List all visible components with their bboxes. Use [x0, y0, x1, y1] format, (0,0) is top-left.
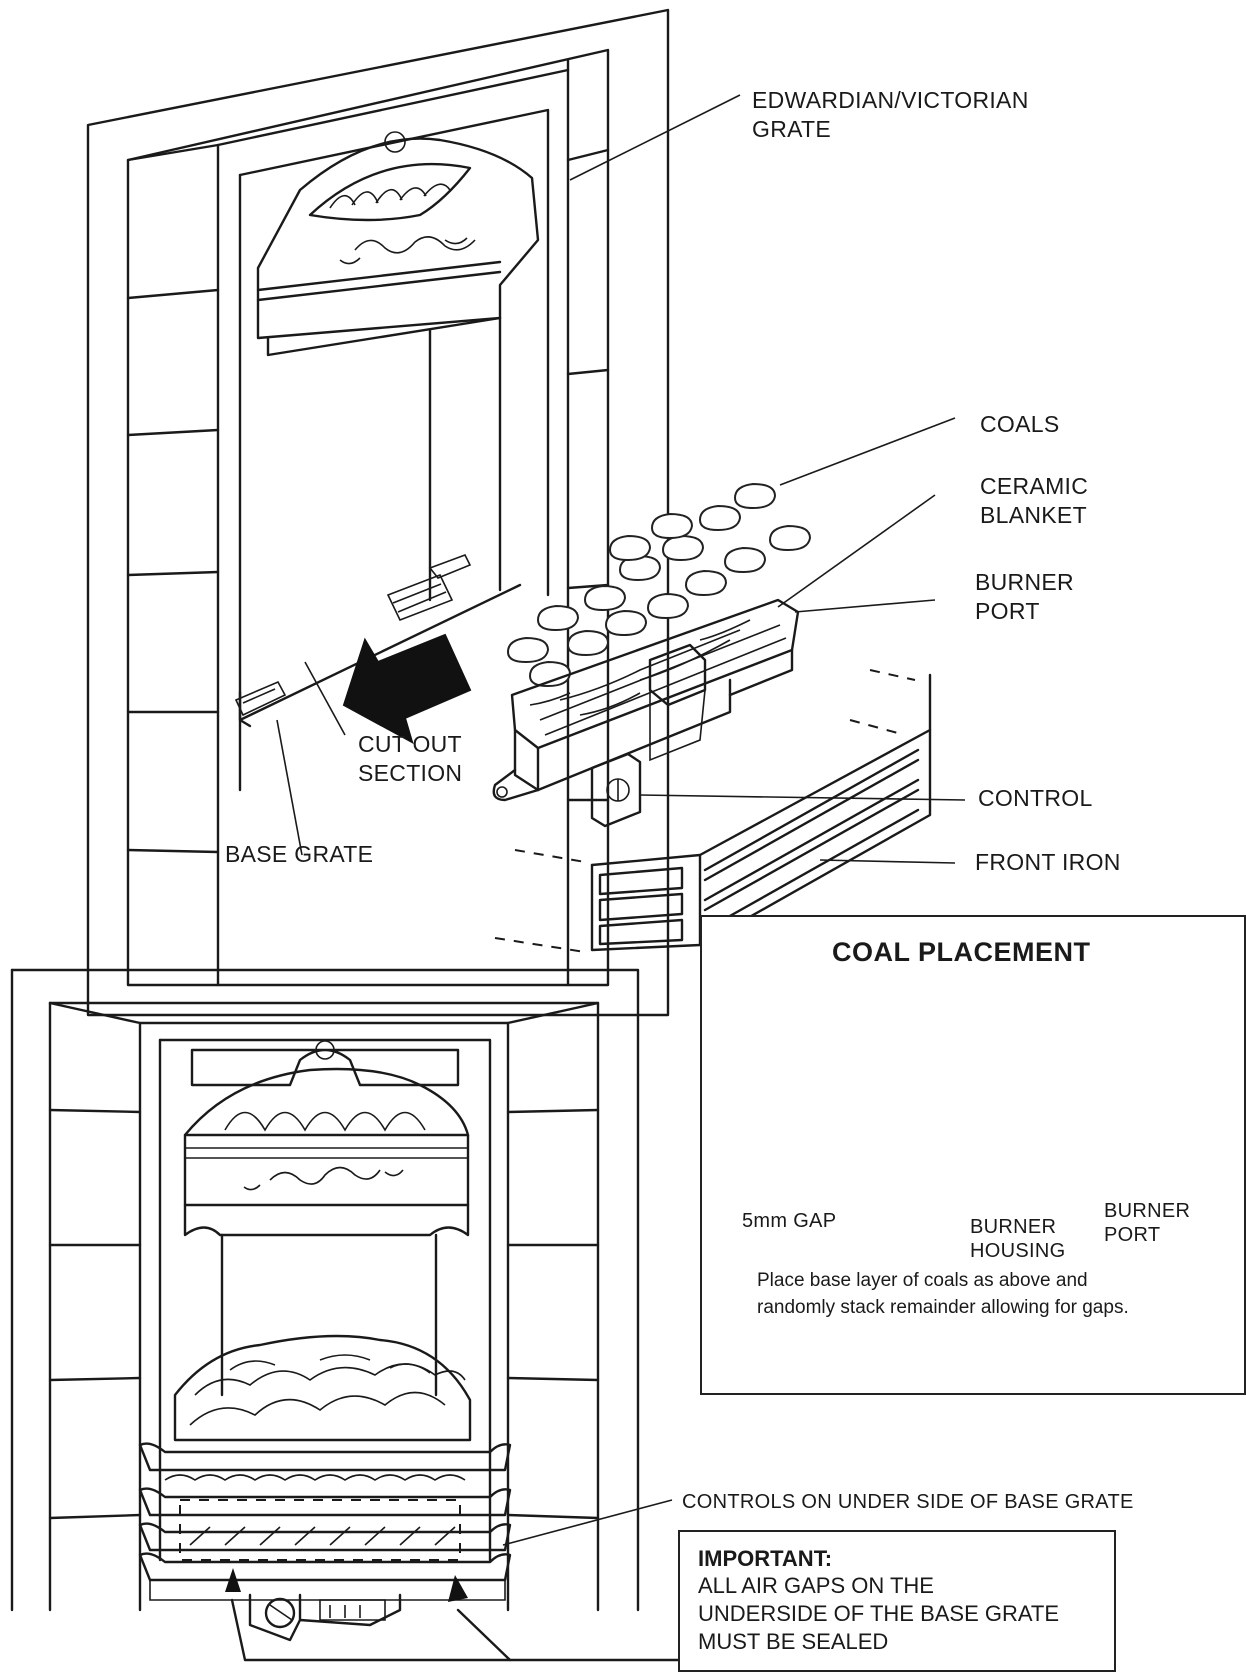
- underside-arrows: [225, 1499, 682, 1662]
- label-burner-port-panel: BURNER PORT: [1104, 1200, 1191, 1246]
- coal-pieces-exploded: [506, 482, 812, 688]
- important-notice-box: IMPORTANT: ALL AIR GAPS ON THE UNDERSIDE…: [678, 1530, 1116, 1672]
- front-iron-exploded: [494, 669, 932, 953]
- label-grate: EDWARDIAN/VICTORIAN GRATE: [752, 87, 1029, 142]
- top-grate-canopy: [256, 131, 540, 602]
- coal-placement-instruction: Place base layer of coals as above and r…: [757, 1270, 1129, 1318]
- bottom-fireplace-surround: [10, 968, 640, 1612]
- top-leader-lines: [276, 94, 966, 864]
- bottom-coal-bed: [138, 1334, 512, 1601]
- label-cut-out-section: CUT OUT SECTION: [358, 731, 463, 786]
- coal-placement-panel: COAL PLACEMENT 5mm GAP BURNER HOUSING BU…: [700, 915, 1246, 1395]
- cut-out-arrow: [342, 633, 472, 745]
- top-fireplace-surround: [86, 8, 670, 1017]
- burner-assembly: [492, 598, 800, 828]
- label-ceramic-blanket: CERAMIC BLANKET: [980, 473, 1089, 528]
- label-burner-housing: BURNER HOUSING: [970, 1216, 1066, 1262]
- bottom-controls: [248, 1593, 402, 1642]
- important-body: ALL AIR GAPS ON THE UNDERSIDE OF THE BAS…: [698, 1573, 1060, 1654]
- label-base-grate: BASE GRATE: [225, 841, 374, 867]
- label-coals: COALS: [980, 411, 1060, 437]
- coal-placement-title: COAL PLACEMENT: [832, 937, 1091, 967]
- label-5mm-gap: 5mm GAP: [742, 1210, 837, 1232]
- label-burner-port: BURNER PORT: [975, 569, 1074, 624]
- label-front-iron: FRONT IRON: [975, 849, 1121, 875]
- label-control: CONTROL: [978, 785, 1093, 811]
- top-base-grate: [234, 554, 522, 728]
- bottom-grate-canopy: [183, 1040, 470, 1397]
- label-controls-underside: CONTROLS ON UNDER SIDE OF BASE GRATE: [682, 1491, 1134, 1513]
- important-title: IMPORTANT:: [698, 1546, 833, 1571]
